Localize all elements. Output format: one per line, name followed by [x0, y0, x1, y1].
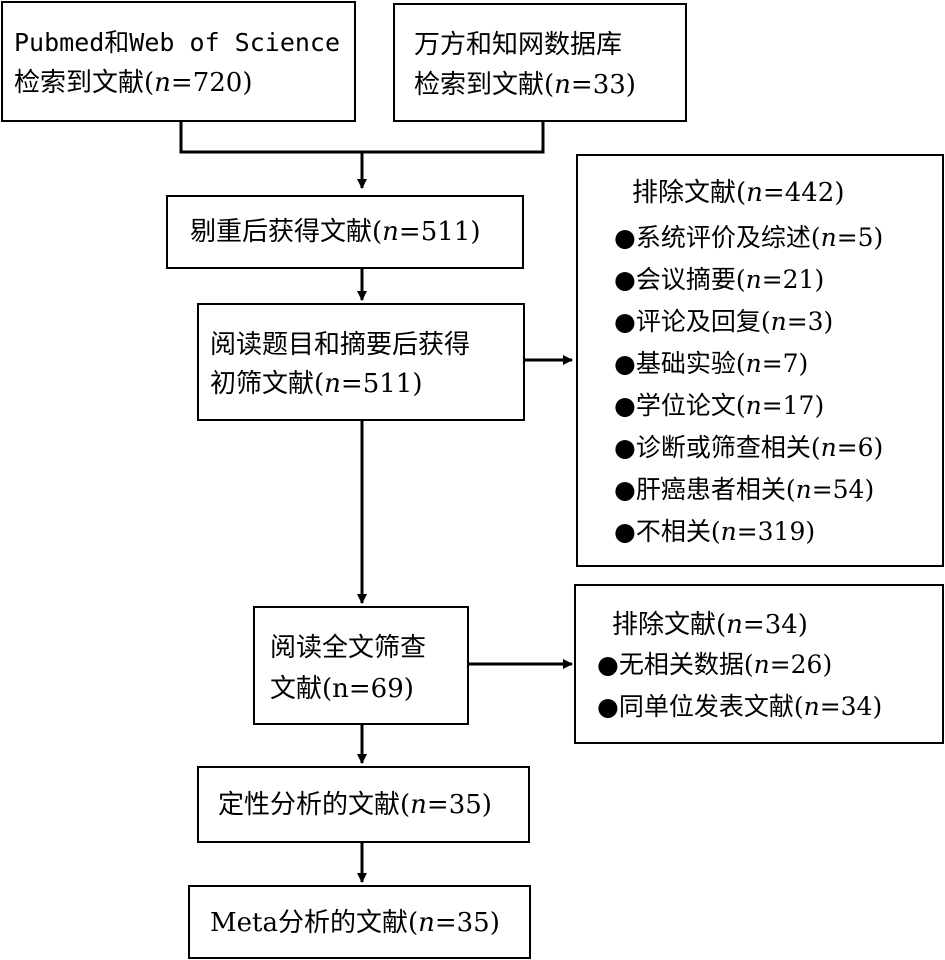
fulltext-box: [253, 606, 469, 725]
initial-screen-line1: 阅读题目和摘要后获得: [210, 330, 471, 360]
pubmed-wos-box: [1, 1, 356, 122]
list-item: ●会议摘要(n=21): [614, 265, 825, 294]
exclusion1-box: [576, 154, 944, 567]
fulltext-line2: 文献(n=69): [270, 674, 414, 704]
list-item: ●肝癌患者相关(n=54): [614, 475, 875, 504]
wanfang-cnki-box: [393, 3, 687, 122]
pubmed-wos-line2: 检索到文献(n=720): [14, 68, 253, 98]
initial-screen-box: [197, 303, 525, 421]
list-item: ●不相关(n=319): [614, 517, 816, 546]
exclusion2-title: 排除文献(n=34): [612, 610, 808, 640]
merge-connector: [179, 121, 545, 154]
exclusion1-list: ●系统评价及综述(n=5) ●会议摘要(n=21) ●评论及回复(n=3) ●基…: [614, 217, 883, 553]
dedup-box: [166, 195, 524, 269]
qualitative-box: [197, 766, 530, 843]
pubmed-wos-line1: Pubmed和Web of Science: [14, 28, 341, 57]
list-item: ●评论及回复(n=3): [614, 307, 834, 336]
list-item: ●学位论文(n=17): [614, 391, 825, 420]
list-item: ●系统评价及综述(n=5): [614, 223, 884, 252]
wanfang-cnki-line1: 万方和知网数据库: [414, 30, 623, 60]
dedup-label: 剔重后获得文献(n=511): [190, 217, 481, 247]
meta-box: [188, 885, 531, 959]
exclusion1-title: 排除文献(n=442): [632, 178, 845, 208]
list-item: ●诊断或筛查相关(n=6): [614, 433, 884, 462]
qualitative-label: 定性分析的文献(n=35): [218, 790, 492, 820]
exclusion2-box: [574, 584, 944, 744]
initial-screen-line2: 初筛文献(n=511): [210, 369, 423, 399]
exclusion2-list: ●无相关数据(n=26) ●同单位发表文献(n=34): [597, 644, 882, 728]
list-item: ●同单位发表文献(n=34): [597, 692, 883, 721]
list-item: ●无相关数据(n=26): [597, 650, 833, 679]
meta-label: Meta分析的文献(n=35): [210, 908, 500, 938]
fulltext-line1: 阅读全文筛查: [270, 633, 427, 663]
list-item: ●基础实验(n=7): [614, 349, 809, 378]
wanfang-cnki-line2: 检索到文献(n=33): [414, 70, 636, 100]
